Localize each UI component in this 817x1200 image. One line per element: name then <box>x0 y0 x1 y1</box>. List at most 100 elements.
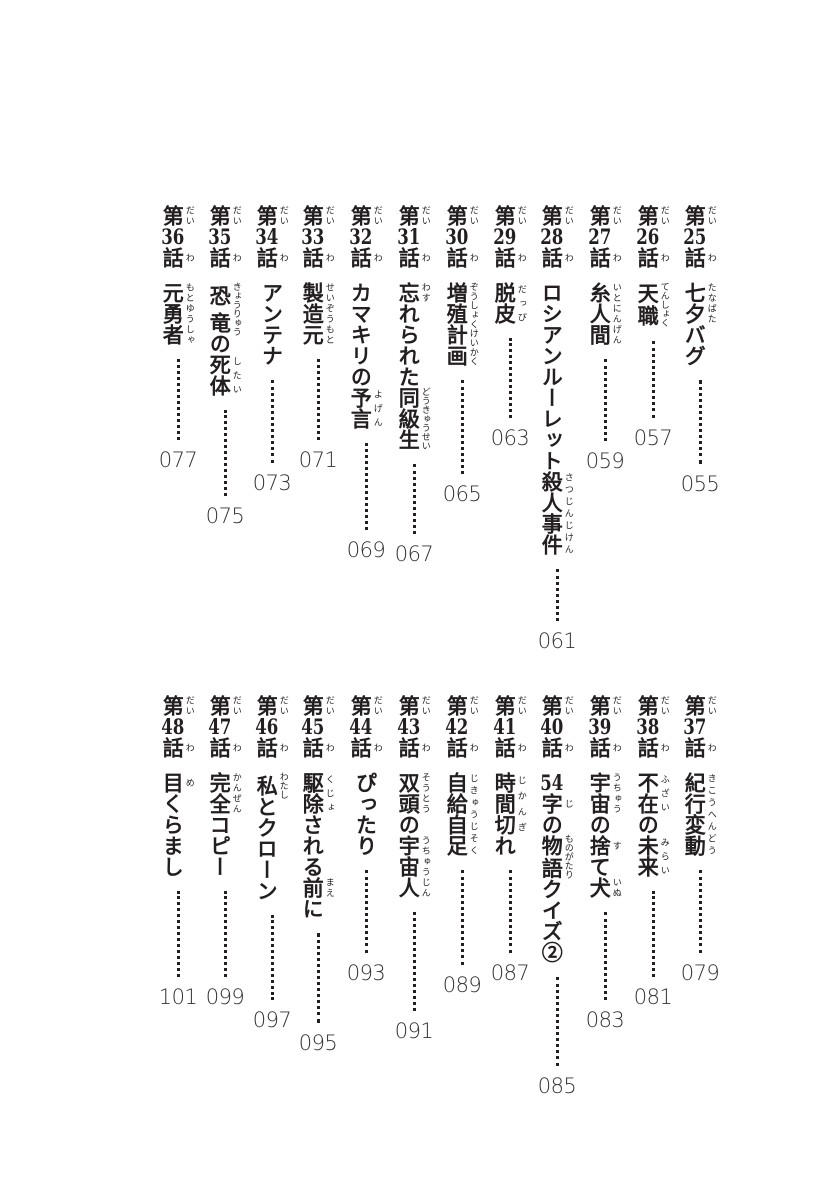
page-number: 067 <box>394 542 434 566</box>
chapter-number: 第だい28話わ <box>539 205 573 268</box>
chapter-number: 第だい33話わ <box>300 205 334 268</box>
chapter-number: 第だい35話わ <box>207 205 241 268</box>
chapter-number: 第だい46話わ <box>254 695 288 758</box>
toc-entry[interactable]: 第だい32話わカマキリの予言よげん <box>342 205 390 530</box>
page-number: 093 <box>346 961 386 985</box>
chapter-number: 第だい32話わ <box>348 205 382 268</box>
chapter-title: ロシアンルーレット殺人事件さつじんじけん <box>539 282 573 555</box>
page-number: 079 <box>680 961 720 985</box>
chapter-number: 第だい43話わ <box>396 695 430 758</box>
dot-leader <box>698 380 702 464</box>
toc-entry[interactable]: 第だい45話わ駆除くじょされる前まえに <box>294 695 342 1023</box>
chapter-title: 時間切じかんぎれ <box>492 772 526 856</box>
chapter-number: 第だい37話わ <box>682 695 716 758</box>
page-number: 101 <box>158 985 198 1009</box>
toc-entry[interactable]: 第だい43話わ双頭そうとうの宇宙人うちゅうじん <box>390 695 438 1011</box>
chapter-number: 第だい36話わ <box>160 205 194 268</box>
toc-entry[interactable]: 第だい30話わ増殖計画ぞうしょくけいかく <box>438 205 486 474</box>
chapter-title: ぴったり <box>353 772 379 856</box>
toc-entry[interactable]: 第だい40話わ 54字じの物語ものがたりクイズ② <box>533 695 581 1066</box>
chapter-title: 駆除くじょされる前まえに <box>300 772 334 919</box>
page-number: 071 <box>298 448 338 472</box>
dot-leader <box>270 915 274 1000</box>
page-number: 087 <box>490 961 530 985</box>
dot-leader <box>603 912 607 1000</box>
chapter-title: 宇宙うちゅうの捨すて犬いぬ <box>587 772 621 898</box>
chapter-number: 第だい25話わ <box>682 205 716 268</box>
page-number: 075 <box>205 504 245 528</box>
chapter-title: カマキリの予言よげん <box>348 282 382 429</box>
chapter-number: 第だい38話わ <box>635 695 669 758</box>
chapter-title: 目めくらまし <box>160 772 194 877</box>
page-number: 095 <box>298 1031 338 1055</box>
page-number: 089 <box>442 973 482 997</box>
dot-leader <box>508 338 512 418</box>
page-number: 077 <box>158 448 198 472</box>
toc-entry[interactable]: 第だい31話わ忘わすれられた同級生どうきゅうせい <box>390 205 438 534</box>
toc-entry[interactable]: 第だい48話わ目めくらまし <box>154 695 202 977</box>
chapter-title: 紀行変動きこうへんどう <box>682 772 716 856</box>
page-number: 055 <box>680 472 720 496</box>
toc-entry[interactable]: 第だい37話わ紀行変動きこうへんどう <box>676 695 724 953</box>
chapter-number: 第だい30話わ <box>444 205 478 268</box>
toc-entry[interactable]: 第だい33話わ製造元せいぞうもと <box>294 205 342 440</box>
chapter-number: 第だい48話わ <box>160 695 194 758</box>
toc-entry[interactable]: 第だい28話わロシアンルーレット殺人事件さつじんじけん <box>533 205 581 621</box>
chapter-number: 第だい40話わ <box>539 695 573 758</box>
chapter-title: 増殖計画ぞうしょくけいかく <box>444 282 478 366</box>
dot-leader <box>651 341 655 418</box>
dot-leader <box>460 870 464 965</box>
page-number: 065 <box>442 482 482 506</box>
chapter-title: 不在ふざいの未来みらい <box>635 772 669 877</box>
toc-entry[interactable]: 第だい47話わ完全かんぜんコピー <box>201 695 249 977</box>
toc-entry[interactable]: 第だい34話わアンテナ <box>248 205 296 463</box>
dot-leader <box>316 933 320 1023</box>
dot-leader <box>412 912 416 1011</box>
dot-leader <box>223 410 227 496</box>
page-number: 063 <box>490 426 530 450</box>
chapter-number: 第だい47話わ <box>207 695 241 758</box>
dot-leader <box>223 891 227 977</box>
toc-entry[interactable]: 第だい41話わ時間切じかんぎれ <box>486 695 534 953</box>
chapter-title: 脱皮だっぴ <box>492 282 526 324</box>
page-number: 073 <box>252 471 292 495</box>
dot-leader <box>316 359 320 440</box>
chapter-title: 自給自足じきゅうじそく <box>444 772 478 856</box>
toc-entry[interactable]: 第だい26話わ天職てんしょく <box>629 205 677 418</box>
dot-leader <box>176 891 180 977</box>
chapter-title: 双頭そうとうの宇宙人うちゅうじん <box>396 772 430 898</box>
chapter-number: 第だい44話わ <box>348 695 382 758</box>
toc-entry[interactable]: 第だい29話わ脱皮だっぴ <box>486 205 534 418</box>
page-number: 097 <box>252 1008 292 1032</box>
toc-entry[interactable]: 第だい35話わ恐竜きょうりゅうの死体したい <box>201 205 249 496</box>
page-number: 081 <box>633 985 673 1009</box>
chapter-title: 元勇者もとゆうしゃ <box>160 282 194 345</box>
dot-leader <box>508 870 512 953</box>
chapter-number: 第だい29話わ <box>492 205 526 268</box>
page-number: 083 <box>585 1008 625 1032</box>
chapter-number: 第だい45話わ <box>300 695 334 758</box>
dot-leader <box>412 464 416 534</box>
dot-leader <box>698 870 702 953</box>
toc-entry[interactable]: 第だい46話わ私わたしとクローン <box>248 695 296 1000</box>
toc-entry[interactable]: 第だい42話わ自給自足じきゅうじそく <box>438 695 486 965</box>
chapter-title: 完全かんぜんコピー <box>207 772 241 877</box>
toc-entry[interactable]: 第だい36話わ元勇者もとゆうしゃ <box>154 205 202 440</box>
dot-leader <box>364 870 368 953</box>
page-number: 057 <box>633 426 673 450</box>
chapter-number: 第だい34話わ <box>254 205 288 268</box>
toc-entry[interactable]: 第だい27話わ糸人間いとにんげん <box>581 205 629 441</box>
dot-leader <box>460 380 464 474</box>
dot-leader <box>555 569 559 621</box>
toc-entry[interactable]: 第だい25話わ七夕たなばたバグ <box>676 205 724 464</box>
dot-leader <box>651 891 655 977</box>
toc-entry[interactable]: 第だい39話わ宇宙うちゅうの捨すて犬いぬ <box>581 695 629 1000</box>
toc-entry[interactable]: 第だい44話わぴったり <box>342 695 390 953</box>
chapter-title: 54字じの物語ものがたりクイズ② <box>539 772 573 963</box>
chapter-number: 第だい31話わ <box>396 205 430 268</box>
page-number: 069 <box>346 538 386 562</box>
toc-entry[interactable]: 第だい38話わ不在ふざいの未来みらい <box>629 695 677 977</box>
dot-leader <box>364 443 368 530</box>
dot-leader <box>176 359 180 440</box>
chapter-title: アンテナ <box>259 282 285 366</box>
